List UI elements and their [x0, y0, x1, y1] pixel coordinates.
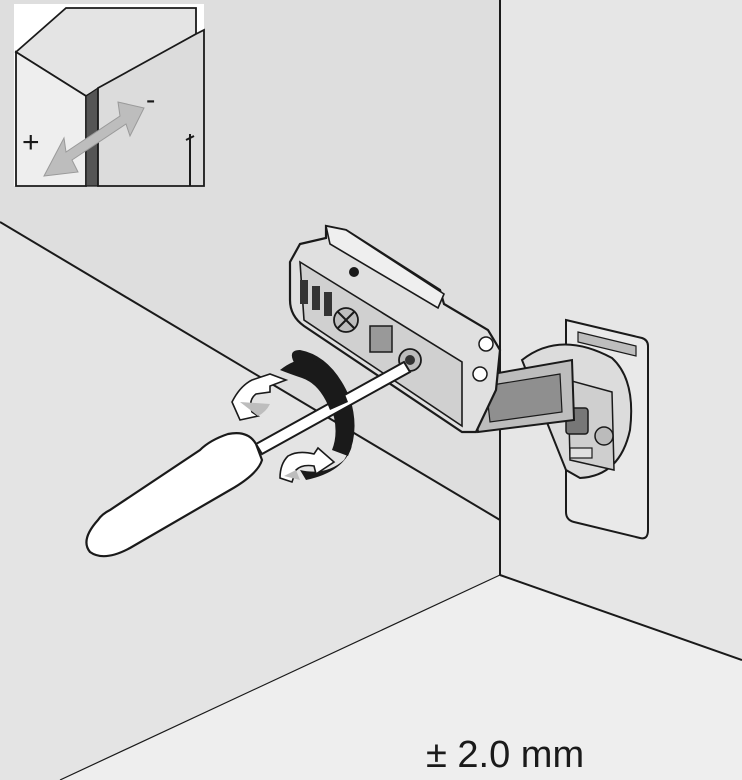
floor-back-edge	[0, 221, 501, 521]
rotation-band-front	[280, 359, 348, 410]
inset-minus-label: -	[146, 84, 156, 115]
inset-plus-label: +	[22, 126, 40, 159]
inset-cabinet-view	[14, 4, 205, 187]
cabinet-side-wall	[500, 0, 742, 660]
adjustment-range-caption: ± 2.0 mm	[426, 734, 585, 776]
rotation-arrow-icon-lower	[279, 446, 336, 484]
screwdriver-icon	[85, 432, 264, 558]
rotation-band-back	[291, 350, 355, 456]
floor-lower-edge	[59, 574, 501, 780]
rotation-band-lower	[300, 446, 352, 480]
hinge-icon	[288, 224, 649, 540]
bidirectional-arrow-icon	[43, 101, 145, 177]
floor-light-band	[60, 575, 742, 780]
rotation-arrow-icon	[231, 373, 289, 421]
floor-side-edge	[499, 574, 742, 661]
